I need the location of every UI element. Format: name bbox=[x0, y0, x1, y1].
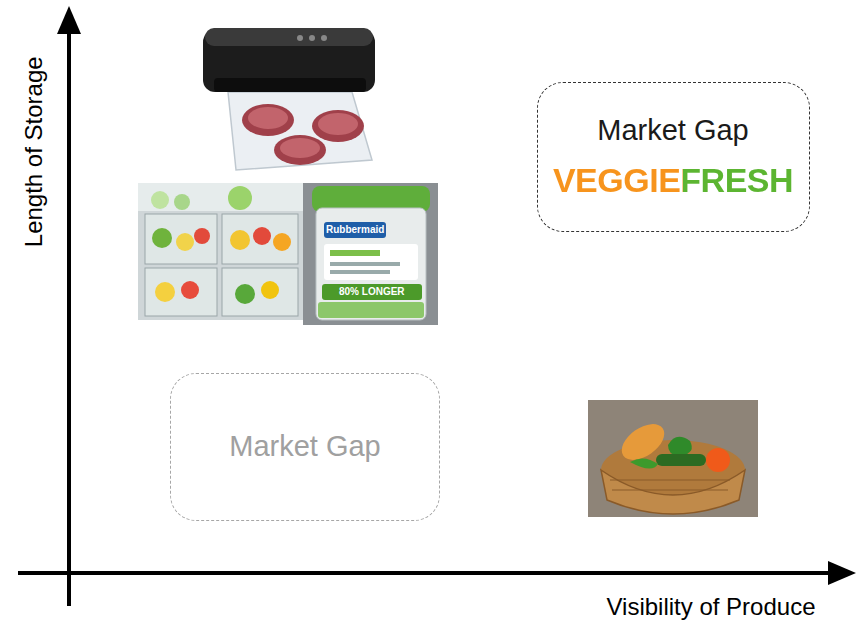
package-print: 80% LONGER bbox=[339, 286, 405, 298]
market-gap-box: Market Gap bbox=[170, 373, 440, 521]
axis-label: Visibility of Produce bbox=[607, 593, 816, 621]
axis-label: Length of Storage bbox=[19, 56, 47, 247]
gap-heading: Market Gap bbox=[597, 114, 749, 147]
brand-print: Rubbermaid bbox=[326, 224, 384, 236]
market-gap-box: Market GapVEGGIEFRESH bbox=[537, 82, 810, 232]
gap-heading: Market Gap bbox=[229, 430, 381, 463]
brand-logo: VEGGIEFRESH bbox=[553, 161, 793, 200]
basket-photo bbox=[588, 400, 758, 517]
axes bbox=[18, 6, 856, 606]
produce-saver-photo bbox=[303, 183, 438, 325]
vacuum-sealer-photo bbox=[203, 28, 375, 170]
fridge-drawer-photo bbox=[138, 183, 303, 320]
